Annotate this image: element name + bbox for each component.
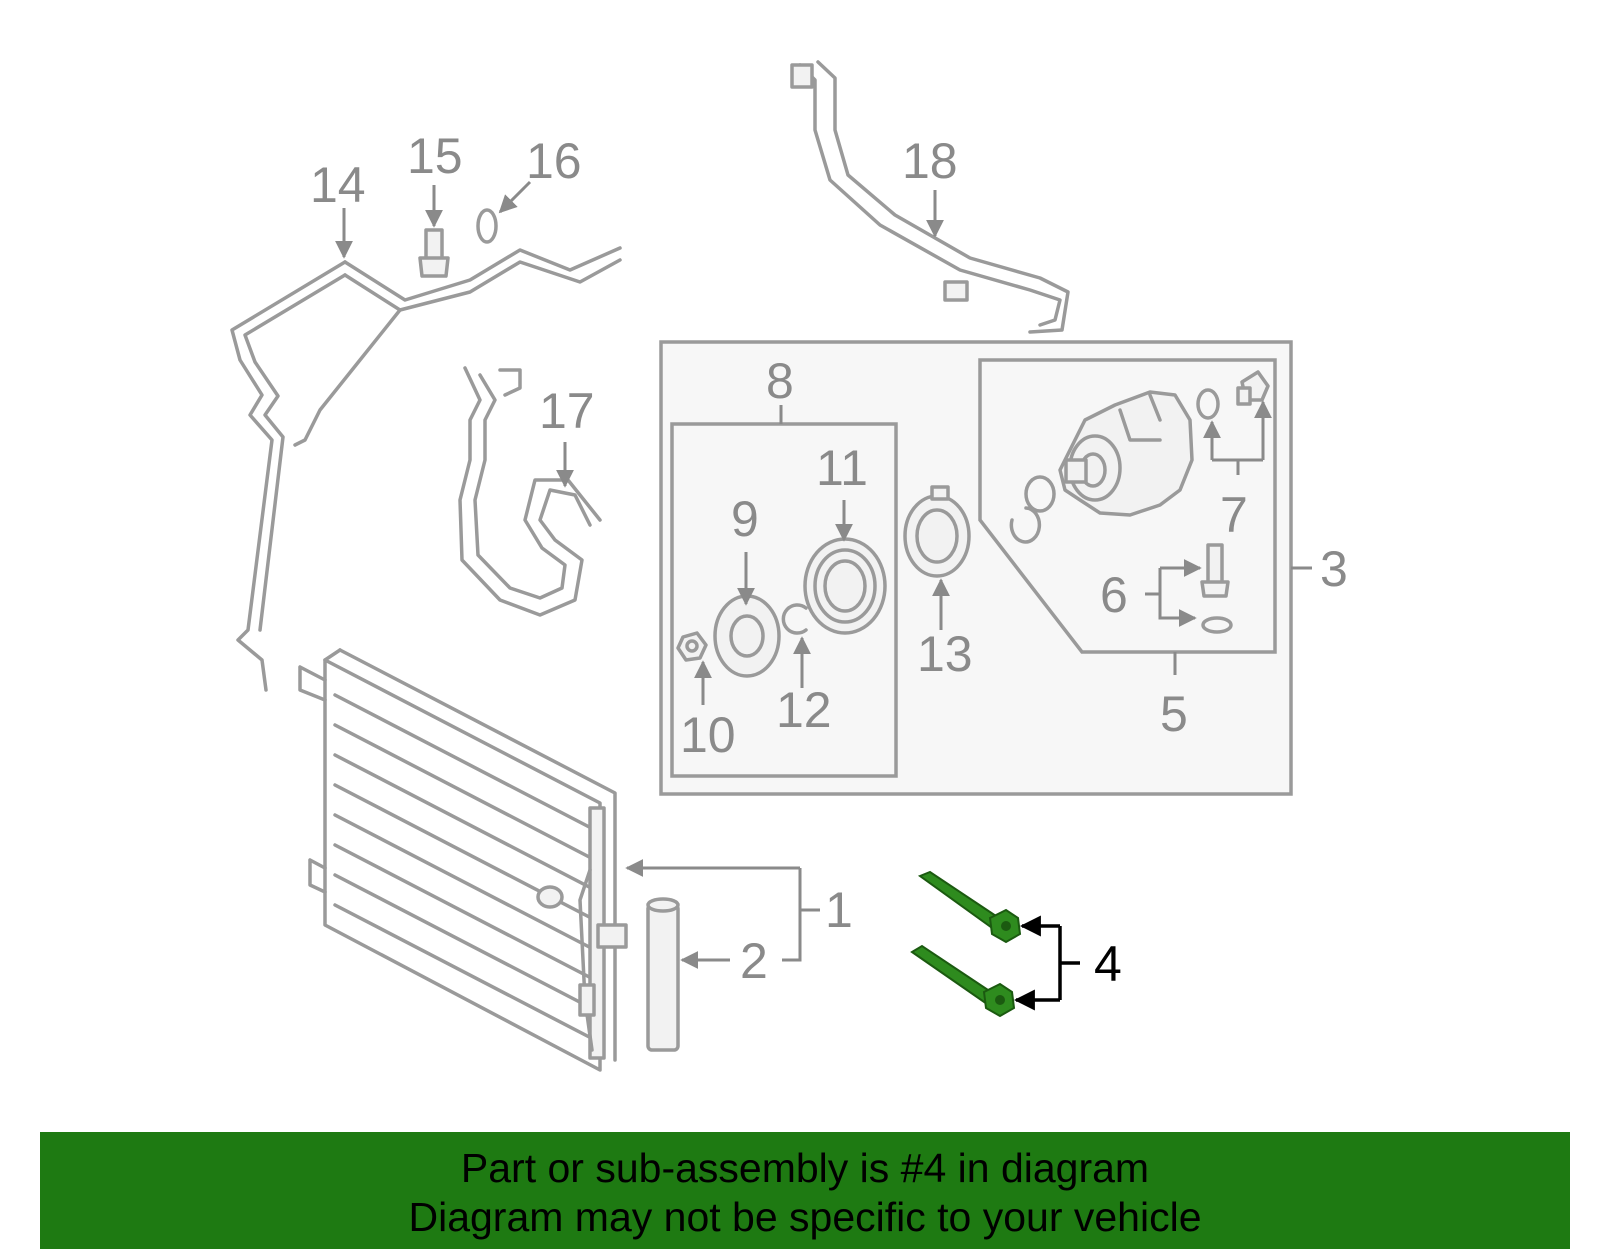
compressor-washer bbox=[1024, 475, 1056, 513]
part-14-pipe bbox=[230, 246, 622, 692]
part-4-bolt-upper[interactable] bbox=[917, 870, 1022, 944]
part-7-valve bbox=[1236, 370, 1270, 406]
part-10-nut bbox=[676, 631, 708, 662]
part-2-drier bbox=[646, 897, 680, 1052]
leader-16 bbox=[498, 180, 532, 214]
callout-17[interactable]: 17 bbox=[539, 383, 595, 439]
part-18-hose bbox=[790, 60, 1070, 334]
callout-6[interactable]: 6 bbox=[1100, 567, 1128, 623]
callout-18[interactable]: 18 bbox=[902, 133, 958, 189]
callout-15[interactable]: 15 bbox=[407, 128, 463, 184]
part-16-oring bbox=[476, 208, 498, 244]
compressor-body bbox=[1058, 390, 1194, 517]
callout-4[interactable]: 4 bbox=[1094, 936, 1122, 992]
callout-1[interactable]: 1 bbox=[825, 882, 853, 938]
callout-12[interactable]: 12 bbox=[776, 682, 832, 738]
part-7-oring bbox=[1196, 388, 1220, 420]
part-6-bolt bbox=[1200, 543, 1230, 598]
callout-16[interactable]: 16 bbox=[526, 133, 582, 189]
callout-10[interactable]: 10 bbox=[680, 707, 736, 763]
banner-line-1: Part or sub-assembly is #4 in diagram bbox=[460, 1145, 1150, 1191]
callout-2[interactable]: 2 bbox=[740, 933, 768, 989]
callout-7[interactable]: 7 bbox=[1220, 487, 1248, 543]
part-9-hub bbox=[713, 594, 781, 678]
callout-13[interactable]: 13 bbox=[917, 626, 973, 682]
leader-1-2-bracket bbox=[782, 868, 802, 962]
part-17-hose bbox=[458, 366, 602, 617]
part-15-bolt bbox=[418, 228, 450, 278]
callout-11[interactable]: 11 bbox=[816, 440, 868, 496]
callout-5[interactable]: 5 bbox=[1160, 686, 1188, 742]
part-1-condenser bbox=[298, 648, 628, 1072]
banner-line-2: Diagram may not be specific to your vehi… bbox=[408, 1194, 1202, 1240]
leader-6b bbox=[1158, 568, 1197, 627]
callout-14[interactable]: 14 bbox=[310, 157, 366, 213]
part-11-pulley bbox=[803, 537, 887, 635]
part-12-snap-ring bbox=[781, 603, 808, 635]
part-4-bolt-lower[interactable] bbox=[910, 944, 1016, 1018]
part-6-oring bbox=[1201, 616, 1233, 634]
part-13-coil bbox=[903, 485, 971, 578]
compressor-snap-ring bbox=[1009, 506, 1042, 544]
callout-8[interactable]: 8 bbox=[766, 353, 794, 409]
info-banner: Part or sub-assembly is #4 in diagram Di… bbox=[40, 1132, 1570, 1249]
callout-9[interactable]: 9 bbox=[731, 491, 759, 547]
callout-3[interactable]: 3 bbox=[1320, 541, 1348, 597]
